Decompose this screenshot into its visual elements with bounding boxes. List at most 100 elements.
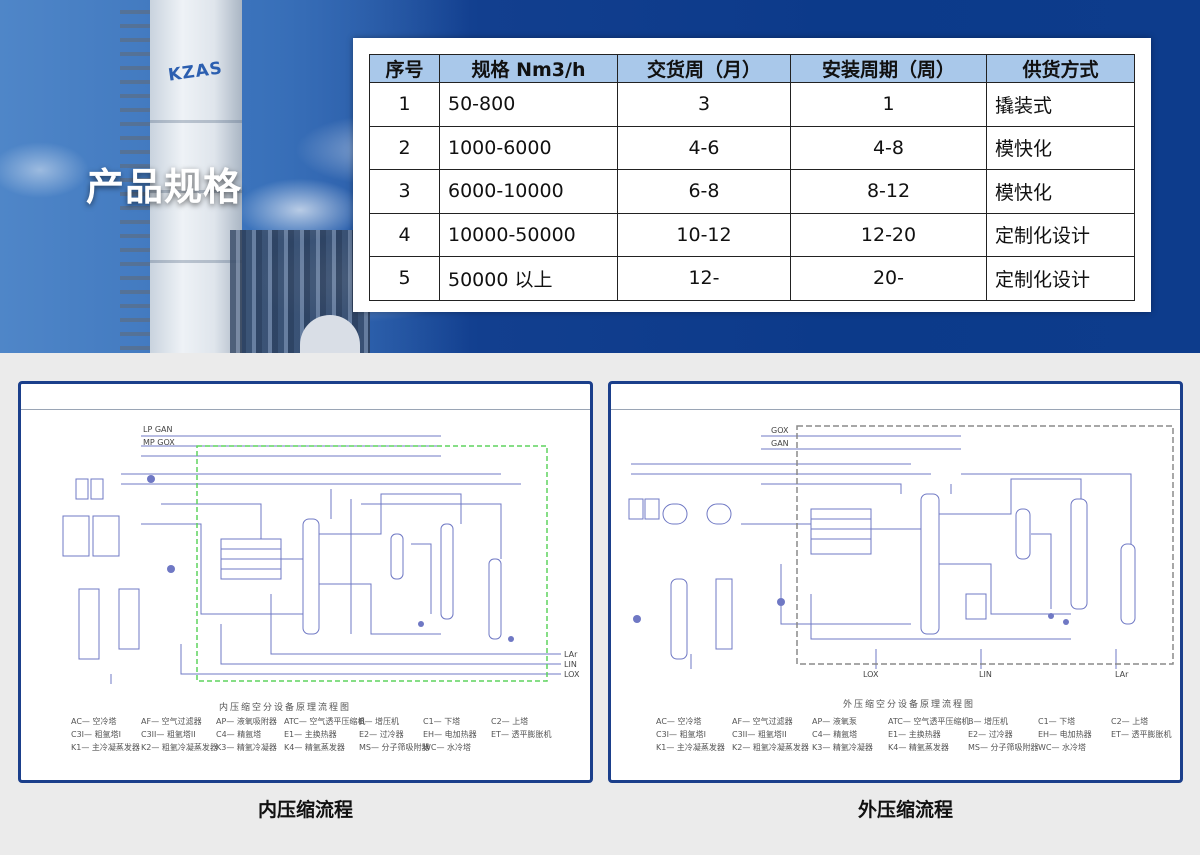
cell-index: 1 — [369, 82, 440, 127]
legend-item: AC— 空冷塔 — [71, 717, 117, 726]
page-title: 产品规格 — [86, 165, 243, 209]
legend-item: E2— 过冷器 — [359, 730, 404, 739]
cell-installation: 4-8 — [790, 125, 987, 170]
legend-item: EH— 电加热器 — [1038, 730, 1092, 739]
cell-supply-mode: 定制化设计 — [986, 256, 1135, 301]
cell-installation: 8-12 — [790, 169, 987, 214]
legend-item: C3II— 粗氩塔II — [732, 730, 787, 739]
cell-delivery: 10-12 — [617, 212, 791, 257]
cell-delivery: 4-6 — [617, 125, 791, 170]
legend-item: K1— 主冷凝蒸发器 — [71, 743, 140, 752]
cell-supply-mode: 模快化 — [986, 169, 1135, 214]
legend-item: WC— 水冷塔 — [423, 743, 472, 752]
external-compression-diagram: GOX GAN LOX LIN LAr 外压缩空分设备原理流程图 AC— 空冷塔… — [608, 381, 1183, 783]
cell-installation: 12-20 — [790, 212, 987, 257]
diagram-legend: AC— 空冷塔 AF— 空气过滤器 AP— 液氧泵 ATC— 空气透平压缩机 B… — [656, 716, 1171, 755]
internal-compression-diagram: LP GAN MP GOX LAr LIN LOX 内压缩空分设备原理流程图 A… — [18, 381, 593, 783]
diagram-top-label: GOX — [771, 426, 789, 435]
hero-banner: KZAS 产品规格 序号 规格 Nm3/h 交货周（月） 安装周期（周） 供货方… — [0, 0, 1200, 353]
legend-item: AP— 液氧吸附器 — [216, 717, 277, 726]
header-installation: 安装周期（周） — [790, 54, 987, 83]
legend-row: K1— 主冷凝蒸发器 K2— 粗氩冷凝蒸发器 K3— 精氩冷凝器 K4— 精氩蒸… — [656, 742, 1156, 755]
legend-item: ATC— 空气透平压缩机 — [284, 717, 366, 726]
spec-table-card: 序号 规格 Nm3/h 交货周（月） 安装周期（周） 供货方式 1 50-800… — [353, 38, 1151, 312]
legend-item: AP— 液氧泵 — [812, 717, 857, 726]
legend-item: K1— 主冷凝蒸发器 — [656, 743, 725, 752]
external-flow-schematic — [628, 425, 1174, 669]
cell-index: 5 — [369, 256, 440, 301]
legend-item: C4— 精氩塔 — [216, 730, 262, 739]
diagram-top-label: MP GOX — [143, 438, 175, 447]
legend-row: AC— 空冷塔 AF— 空气过滤器 AP— 液氧吸附器 ATC— 空气透平压缩机… — [71, 716, 571, 729]
diagram-title: 外压缩空分设备原理流程图 — [843, 700, 976, 710]
legend-item: C3I— 粗氩塔I — [71, 730, 121, 739]
legend-item: ET— 透平膨胀机 — [491, 730, 552, 739]
cell-capacity: 50-800 — [439, 82, 618, 127]
legend-item: C1— 下塔 — [423, 717, 461, 726]
diagram-top-label: LP GAN — [143, 425, 173, 434]
cell-installation: 1 — [790, 82, 987, 127]
legend-item: K2— 粗氩冷凝蒸发器 — [732, 743, 809, 752]
legend-item: AF— 空气过滤器 — [732, 717, 793, 726]
legend-item: EH— 电加热器 — [423, 730, 477, 739]
internal-flow-schematic — [62, 435, 561, 684]
table-row: 3 6000-10000 6-8 8-12 模快化 — [369, 169, 1135, 214]
legend-item: E2— 过冷器 — [968, 730, 1013, 739]
legend-item: C1— 下塔 — [1038, 717, 1076, 726]
legend-item: K4— 精氩蒸发器 — [888, 743, 949, 752]
legend-item: E1— 主换热器 — [284, 730, 337, 739]
legend-row: C3I— 粗氩塔I C3II— 粗氩塔II C4— 精氩塔 E1— 主换热器 E… — [71, 729, 571, 742]
table-row: 4 10000-50000 10-12 12-20 定制化设计 — [369, 212, 1135, 257]
legend-item: WC— 水冷塔 — [1038, 743, 1087, 752]
table-row: 5 50000 以上 12- 20- 定制化设计 — [369, 256, 1135, 301]
table-row: 1 50-800 3 1 撬装式 — [369, 82, 1135, 127]
legend-item: MS— 分子筛吸附器 — [968, 743, 1039, 752]
legend-item: C4— 精氩塔 — [812, 730, 858, 739]
cell-supply-mode: 定制化设计 — [986, 212, 1135, 257]
legend-item: ATC— 空气透平压缩机 — [888, 717, 970, 726]
legend-row: AC— 空冷塔 AF— 空气过滤器 AP— 液氧泵 ATC— 空气透平压缩机 B… — [656, 716, 1156, 729]
legend-row: C3I— 粗氩塔I C3II— 粗氩塔II C4— 精氩塔 E1— 主换热器 E… — [656, 729, 1171, 742]
air-separation-tower — [150, 0, 242, 353]
legend-item: B— 增压机 — [968, 717, 1009, 726]
output-label: LIN — [564, 660, 577, 669]
legend-item: B— 增压机 — [359, 717, 400, 726]
legend-item: K4— 精氩蒸发器 — [284, 743, 345, 752]
header-supply-mode: 供货方式 — [986, 54, 1135, 83]
table-row: 2 1000-6000 4-6 4-8 模快化 — [369, 125, 1135, 170]
cell-delivery: 12- — [617, 256, 791, 301]
legend-item: K3— 精氩冷凝器 — [216, 743, 277, 752]
legend-row: K1— 主冷凝蒸发器 K2— 粗氩冷凝蒸发器 K3— 精氩冷凝器 K4— 精氩蒸… — [71, 742, 571, 755]
external-compression-caption: 外压缩流程 — [857, 799, 953, 821]
cell-index: 3 — [369, 169, 440, 214]
spec-table: 序号 规格 Nm3/h 交货周（月） 安装周期（周） 供货方式 1 50-800… — [369, 54, 1135, 301]
cell-supply-mode: 撬装式 — [986, 82, 1135, 127]
diagram-top-label: GAN — [771, 439, 789, 448]
cell-capacity: 10000-50000 — [439, 212, 618, 257]
output-label: LAr — [1115, 670, 1129, 679]
cell-index: 4 — [369, 212, 440, 257]
output-label: LOX — [564, 670, 580, 679]
legend-item: K3— 精氩冷凝器 — [812, 743, 873, 752]
cell-capacity: 50000 以上 — [439, 256, 618, 301]
legend-item: AC— 空冷塔 — [656, 717, 702, 726]
legend-item: C3I— 粗氩塔I — [656, 730, 706, 739]
tower-stairs — [120, 10, 150, 353]
cell-installation: 20- — [790, 256, 987, 301]
diagram-title: 内压缩空分设备原理流程图 — [219, 703, 352, 713]
legend-item: ET— 透平膨胀机 — [1111, 730, 1172, 739]
header-capacity: 规格 Nm3/h — [439, 54, 618, 83]
spec-table-header-row: 序号 规格 Nm3/h 交货周（月） 安装周期（周） 供货方式 — [369, 54, 1135, 83]
panel-divider — [611, 409, 1180, 410]
cell-supply-mode: 模快化 — [986, 125, 1135, 170]
diagram-legend: AC— 空冷塔 AF— 空气过滤器 AP— 液氧吸附器 ATC— 空气透平压缩机… — [71, 716, 571, 755]
legend-item: K2— 粗氩冷凝蒸发器 — [141, 743, 218, 752]
output-label: LAr — [564, 650, 578, 659]
panel-divider — [21, 409, 590, 410]
legend-item: C3II— 粗氩塔II — [141, 730, 196, 739]
legend-item: E1— 主换热器 — [888, 730, 941, 739]
legend-item: C2— 上塔 — [491, 717, 529, 726]
output-label: LOX — [863, 670, 879, 679]
internal-compression-caption: 内压缩流程 — [257, 799, 353, 821]
legend-item: MS— 分子筛吸附器 — [359, 743, 430, 752]
